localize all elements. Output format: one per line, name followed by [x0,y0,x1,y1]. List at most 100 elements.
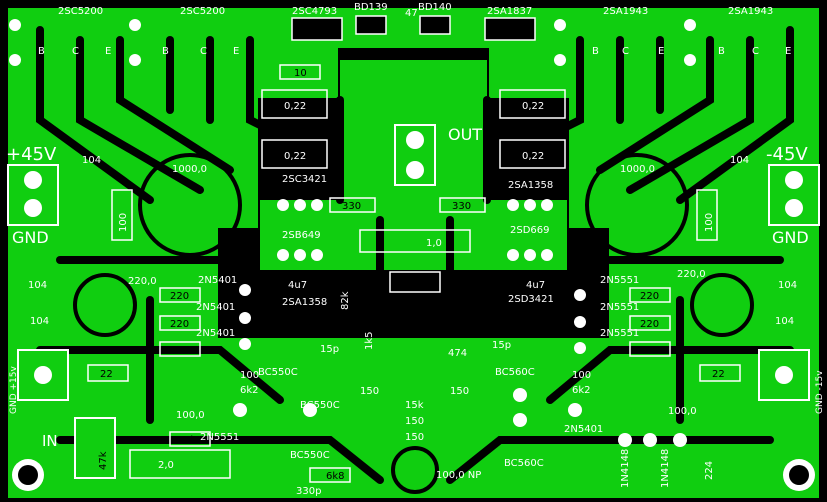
part-2n5401-3: 2N5401 [196,328,235,339]
res-022-4 [499,139,566,169]
pin-b-3: B [592,46,599,57]
res-220-4: 220 [640,291,659,302]
part-bc550c-1: BC550C [258,367,298,378]
cap-1u-label: 1,0 [426,238,442,249]
res-10-label: 10 [294,68,307,79]
res-330-label-1: 330 [342,201,361,212]
res-150-b: 150 [450,386,469,397]
cap-220-right [690,273,754,337]
part-2n5551-3: 2N5551 [600,328,639,339]
top-part-7: 2SA1943 [603,6,648,17]
res-6k2-b: 6k2 [572,385,591,396]
cap-4u7-2: 4u7 [526,280,545,291]
cap-104-2: 104 [730,155,749,166]
cap-1000-right-label: 1000,0 [620,164,655,175]
cap-330p: 330p [296,486,321,497]
cap-100-right: 100,0 [668,406,697,417]
res-330-label-2: 330 [452,201,471,212]
cap-15p-1: 15p [320,344,339,355]
cap-1000-right [585,153,689,257]
cap-20-label: 2,0 [158,460,174,471]
res-022-3 [499,89,566,119]
pin-e-2: E [233,46,239,57]
diode-1n4148-2: 1N4148 [660,449,671,488]
cap-104-1: 104 [82,155,101,166]
res-022-1 [261,89,328,119]
part-2n5551-4: 2N5551 [200,432,239,443]
label-gnd-neg15: GND -15v [815,370,825,414]
part-2sa1358: 2SA1358 [508,180,553,191]
part-2sb649: 2SB649 [282,230,321,241]
label-gnd-pos15: GND +15v [9,366,19,414]
cap-224: 224 [704,461,715,480]
cap-474-label: 474 [448,348,467,359]
res-022-label-4: 0,22 [522,151,544,162]
top-part-0: 2SC5200 [58,6,103,17]
label-pos45: +45V [6,144,57,165]
res-022-label-1: 0,22 [284,101,306,112]
terminal-gnd-neg15 [758,349,810,401]
pin-e-1: E [105,46,111,57]
pin-b-2: B [162,46,169,57]
cap-100-np [391,446,439,494]
part-2sc3421: 2SC3421 [282,174,327,185]
label-out: OUT [448,125,482,144]
label-gnd-left: GND [12,228,49,247]
res-47k-in: 47k [98,451,109,470]
part-bc560c-1: BC560C [495,367,535,378]
part-2n5401-1: 2N5401 [198,275,237,286]
part-2n5551-2: 2N5551 [600,302,639,313]
res-100-right: 100 [704,213,715,232]
label-gnd-right: GND [772,228,809,247]
res-6k2-a: 6k2 [240,385,259,396]
pin-e-3: E [658,46,664,57]
res-15k: 15k [405,400,424,411]
res-22-left: 22 [100,369,113,380]
copper-right-mid [609,228,819,338]
top-part-3: BD139 [354,2,388,13]
copper-top-right [489,8,819,98]
part-2sa1358-b: 2SA1358 [282,297,327,308]
part-bc550c-2: BC550C [300,400,340,411]
cap-100np: 100,0 NP [436,470,481,481]
terminal-in [74,417,116,479]
res-022-label-3: 0,22 [522,101,544,112]
pin-c-4: C [752,46,759,57]
top-part-6: 2SA1837 [487,6,532,17]
opamp-label: OP07 [398,297,425,308]
top-part-8: 2SA1943 [728,6,773,17]
top-part-5: BD140 [418,2,452,13]
cap-15p-2: 15p [492,340,511,351]
part-2n5401-4: 2N5401 [564,424,603,435]
part-bc550c-3: BC550C [290,450,330,461]
res-150-c: 150 [405,416,424,427]
pin-e-4: E [785,46,791,57]
part-2sd3421: 2SD3421 [508,294,554,305]
pin-c-2: C [200,46,207,57]
diode-1n4148-1: 1N4148 [620,449,631,488]
pin-b-1: B [38,46,45,57]
cap-104-3: 104 [28,280,47,291]
res-220-3: 220 [170,345,189,356]
top-part-4: 47 [405,8,418,19]
res-220-1: 220 [170,291,189,302]
part-2n5401-2: 2N5401 [196,302,235,313]
res-22-right: 22 [712,369,725,380]
res-022-2 [261,139,328,169]
res-1k5: 1k5 [364,331,375,350]
label-in: IN [42,432,58,450]
res-100-b: 100 [572,370,591,381]
cap-1000-left [138,153,242,257]
res-100-a: 100 [240,370,259,381]
part-2n5551-1: 2N5551 [600,275,639,286]
res-100-left: 100 [118,213,129,232]
cap-1000-left-label: 1000,0 [172,164,207,175]
res-6k8: 6k8 [326,471,345,482]
part-bc560c-2: BC560C [504,458,544,469]
top-part-2: 2SC4793 [292,6,337,17]
res-220-2: 220 [170,319,189,330]
pin-b-4: B [718,46,725,57]
copper-left-mid [8,228,218,338]
res-1k-in: 1k [184,435,196,446]
